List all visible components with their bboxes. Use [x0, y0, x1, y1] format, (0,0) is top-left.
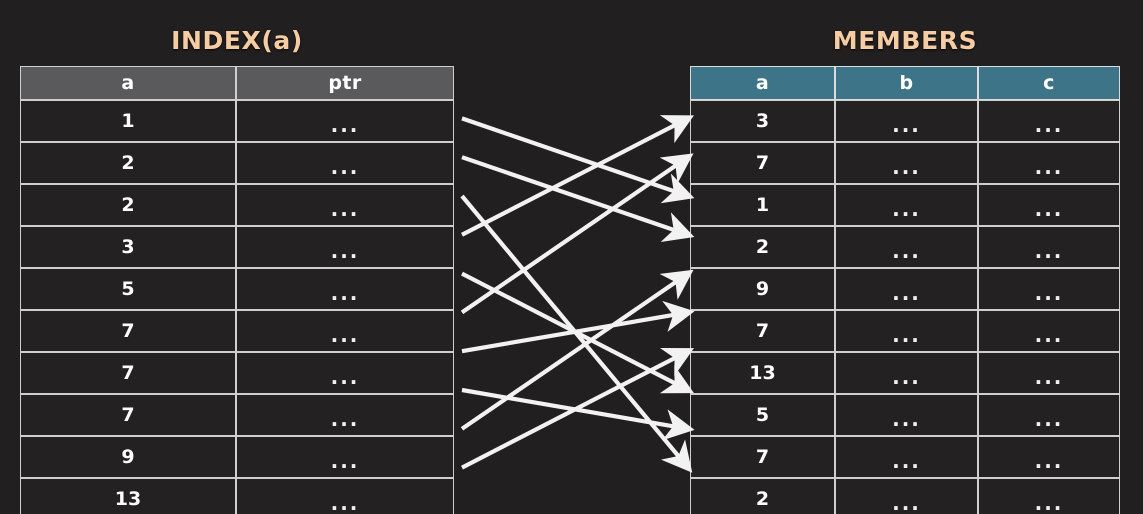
members-cell-a: 3	[690, 100, 835, 142]
members-cell-c: ...	[978, 226, 1120, 268]
members-table-row: 3......	[690, 100, 1120, 142]
index-cell-ptr: ...	[236, 226, 454, 268]
members-cell-a: 9	[690, 268, 835, 310]
index-cell-ptr: ...	[236, 352, 454, 394]
members-cell-b: ...	[835, 226, 978, 268]
index-table-row: 5...	[20, 268, 454, 310]
members-table-row: 2......	[690, 478, 1120, 514]
pointer-arrow-1-to-1	[461, 116, 695, 204]
index-cell-ptr: ...	[236, 142, 454, 184]
index-cell-a: 2	[20, 184, 236, 226]
pointer-arrow-7-to-7	[461, 387, 695, 441]
index-table: a ptr 1...2...2...3...5...7...7...7...9.…	[20, 66, 454, 514]
pointer-arrow-7-to-7	[460, 153, 694, 315]
index-table-row: 1...	[20, 100, 454, 142]
members-cell-a: 7	[690, 310, 835, 352]
index-column-header-a: a	[20, 66, 236, 100]
members-cell-c: ...	[978, 268, 1120, 310]
members-cell-c: ...	[978, 352, 1120, 394]
index-cell-a: 7	[20, 394, 236, 436]
pointer-arrow-2-to-2	[461, 155, 695, 243]
members-table-row: 2......	[690, 226, 1120, 268]
members-cell-b: ...	[835, 184, 978, 226]
members-cell-c: ...	[978, 100, 1120, 142]
members-column-header-c: c	[978, 66, 1120, 100]
index-cell-ptr: ...	[236, 310, 454, 352]
index-table-row: 9...	[20, 436, 454, 478]
index-cell-a: 13	[20, 478, 236, 514]
members-table-row: 7......	[690, 142, 1120, 184]
members-cell-c: ...	[978, 142, 1120, 184]
index-cell-a: 5	[20, 268, 236, 310]
index-table-row: 2...	[20, 184, 454, 226]
index-cell-ptr: ...	[236, 478, 454, 514]
members-cell-b: ...	[835, 310, 978, 352]
members-table: a b c 3......7......1......2......9.....…	[690, 66, 1120, 514]
pointer-arrow-5-to-5	[461, 271, 694, 394]
members-table-row: 9......	[690, 268, 1120, 310]
index-cell-ptr: ...	[236, 394, 454, 436]
index-table-header-row: a ptr	[20, 66, 454, 100]
members-cell-c: ...	[978, 394, 1120, 436]
pointer-arrow-2-to-2	[460, 194, 693, 473]
index-table-row: 2...	[20, 142, 454, 184]
index-table-row: 3...	[20, 226, 454, 268]
index-table-row: 7...	[20, 352, 454, 394]
members-cell-a: 7	[690, 142, 835, 184]
arrow-lines	[460, 115, 695, 473]
index-table-title: INDEX(a)	[171, 26, 303, 55]
index-cell-a: 7	[20, 310, 236, 352]
members-table-title: MEMBERS	[832, 26, 978, 55]
members-table-row: 5......	[690, 394, 1120, 436]
index-cell-a: 9	[20, 436, 236, 478]
members-cell-a: 5	[690, 394, 835, 436]
members-cell-a: 2	[690, 478, 835, 514]
index-cell-a: 1	[20, 100, 236, 142]
members-cell-b: ...	[835, 268, 978, 310]
members-cell-c: ...	[978, 478, 1120, 514]
index-table-body: 1...2...2...3...5...7...7...7...9...13..…	[20, 100, 454, 514]
members-column-header-a: a	[690, 66, 835, 100]
members-table-body: 3......7......1......2......9......7....…	[690, 100, 1120, 514]
members-cell-b: ...	[835, 394, 978, 436]
index-column-header-ptr: ptr	[236, 66, 454, 100]
index-cell-ptr: ...	[236, 268, 454, 310]
members-cell-b: ...	[835, 100, 978, 142]
pointer-arrow-13-to-13	[461, 347, 694, 470]
index-table-row: 7...	[20, 394, 454, 436]
index-cell-ptr: ...	[236, 100, 454, 142]
members-table-row: 7......	[690, 310, 1120, 352]
members-cell-b: ...	[835, 352, 978, 394]
members-column-header-b: b	[835, 66, 978, 100]
index-table-row: 13...	[20, 478, 454, 514]
members-cell-c: ...	[978, 184, 1120, 226]
members-cell-c: ...	[978, 310, 1120, 352]
members-cell-a: 7	[690, 436, 835, 478]
members-table-row: 7......	[690, 436, 1120, 478]
pointer-arrow-7-to-7	[461, 300, 695, 354]
members-cell-b: ...	[835, 436, 978, 478]
index-cell-a: 3	[20, 226, 236, 268]
members-cell-a: 13	[690, 352, 835, 394]
members-cell-a: 2	[690, 226, 835, 268]
members-cell-b: ...	[835, 478, 978, 514]
index-cell-ptr: ...	[236, 184, 454, 226]
members-cell-c: ...	[978, 436, 1120, 478]
members-table-row: 1......	[690, 184, 1120, 226]
members-table-header-row: a b c	[690, 66, 1120, 100]
members-cell-b: ...	[835, 142, 978, 184]
pointer-arrow-3-to-3	[461, 115, 694, 237]
members-table-row: 13......	[690, 352, 1120, 394]
index-table-row: 7...	[20, 310, 454, 352]
index-cell-a: 2	[20, 142, 236, 184]
members-cell-a: 1	[690, 184, 835, 226]
index-cell-a: 7	[20, 352, 236, 394]
index-cell-ptr: ...	[236, 436, 454, 478]
pointer-arrow-9-to-9	[460, 269, 694, 431]
